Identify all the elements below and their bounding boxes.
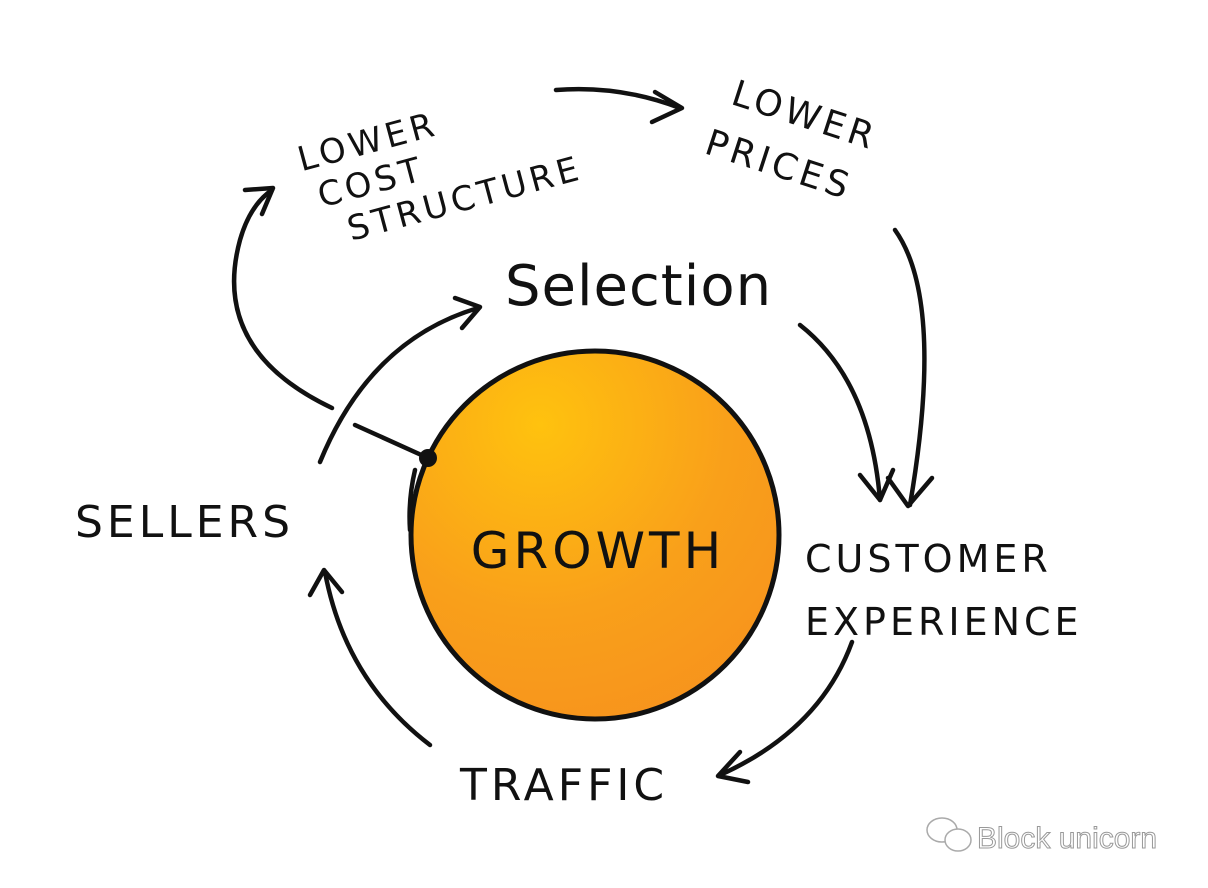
experience-label: EXPERIENCE	[805, 600, 1083, 644]
arrow-customer-to-traffic	[715, 639, 855, 785]
arrow-lowerprices-to-customer	[885, 227, 935, 509]
connector-tail	[407, 467, 418, 533]
lower-cost-structure-label: LOWER COST STRUCTURE	[293, 104, 586, 249]
arrow-traffic-to-sellers	[307, 567, 433, 748]
growth-label: GROWTH	[471, 522, 725, 580]
arrow-selection-to-customer	[797, 322, 896, 503]
selection-label: Selection	[505, 254, 772, 319]
watermark-text: Block unicorn	[977, 822, 1157, 855]
customer-label: CUSTOMER	[805, 537, 1052, 581]
connector-dot	[419, 449, 437, 467]
arrow-lowercost-to-lowerprices	[553, 86, 685, 125]
wechat-icon	[926, 817, 972, 852]
sellers-label: SELLERS	[75, 497, 294, 548]
lower-prices-label: LOWER PRICES	[700, 73, 882, 208]
arrow-sellers-to-lowercost	[231, 185, 335, 411]
arrow-sellers-to-selection	[317, 295, 483, 465]
growth-circle	[408, 348, 782, 722]
traffic-label: TRAFFIC	[459, 760, 668, 811]
connector-line	[352, 422, 431, 461]
